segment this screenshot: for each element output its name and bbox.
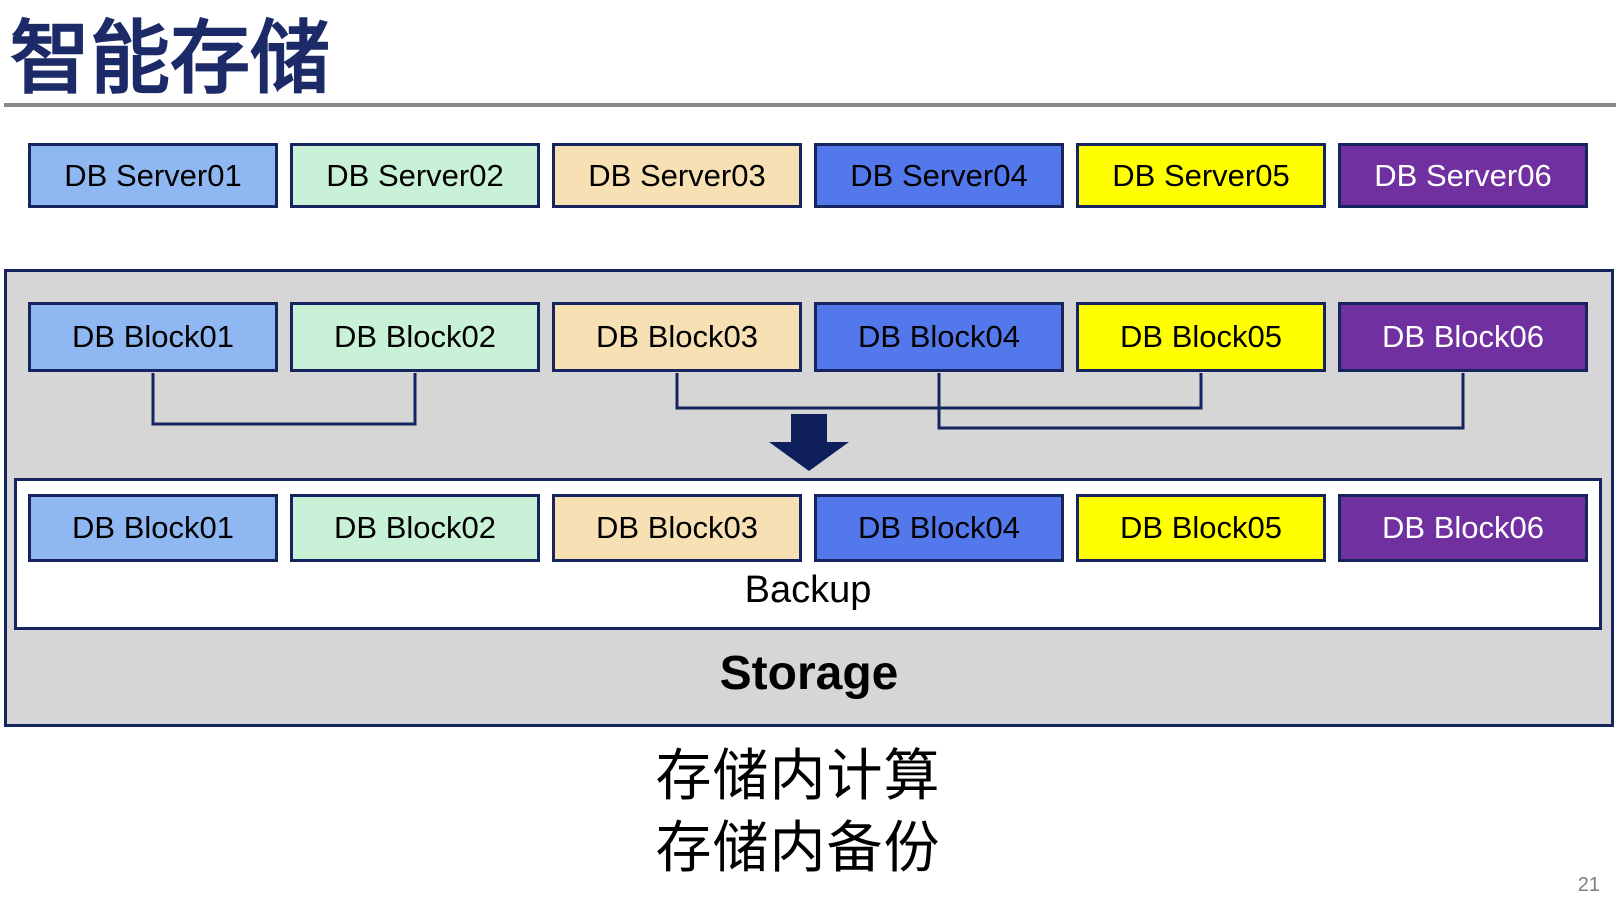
db-server-box-5: DB Server05 — [1076, 143, 1326, 208]
storage-label: Storage — [719, 647, 899, 700]
db-block-source-3: DB Block03 — [552, 302, 802, 372]
db-block-backup-1: DB Block01 — [28, 494, 278, 562]
db-block-source-6: DB Block06 — [1338, 302, 1588, 372]
db-server-box-3: DB Server03 — [552, 143, 802, 208]
db-block-backup-3: DB Block03 — [552, 494, 802, 562]
db-block-source-4: DB Block04 — [814, 302, 1064, 372]
page-title: 智能存储 — [10, 14, 330, 103]
db-server-box-2: DB Server02 — [290, 143, 540, 208]
db-block-backup-5: DB Block05 — [1076, 494, 1326, 562]
db-server-box-6: DB Server06 — [1338, 143, 1588, 208]
db-server-box-4: DB Server04 — [814, 143, 1064, 208]
page-number: 21 — [1577, 874, 1600, 896]
backup-label: Backup — [744, 569, 872, 611]
db-block-source-5: DB Block05 — [1076, 302, 1326, 372]
caption-line-1: 存储内计算 — [655, 744, 941, 807]
backup-container — [14, 478, 1602, 630]
db-block-source-2: DB Block02 — [290, 302, 540, 372]
db-block-backup-4: DB Block04 — [814, 494, 1064, 562]
caption-line-2: 存储内备份 — [655, 816, 941, 879]
db-block-source-1: DB Block01 — [28, 302, 278, 372]
db-server-box-1: DB Server01 — [28, 143, 278, 208]
title-divider — [4, 103, 1616, 107]
db-block-backup-2: DB Block02 — [290, 494, 540, 562]
db-block-backup-6: DB Block06 — [1338, 494, 1588, 562]
caption: 存储内计算 存储内备份 — [0, 740, 1596, 884]
